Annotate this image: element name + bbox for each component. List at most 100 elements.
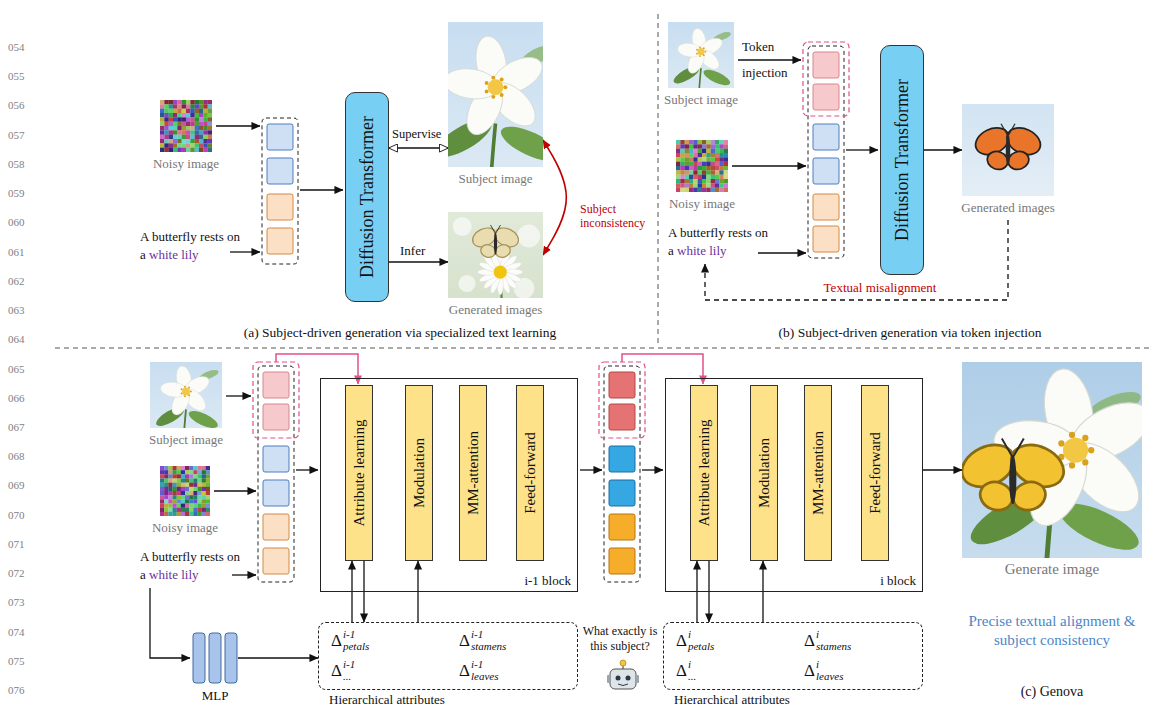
noise-pixel — [164, 135, 168, 139]
noise-pixel — [719, 188, 723, 192]
noise-pixel — [676, 170, 680, 174]
noise-pixel — [164, 512, 168, 516]
noise-pixel — [702, 166, 706, 170]
noise-pixel — [676, 157, 680, 161]
line-number: 065 — [8, 363, 44, 376]
delta-index: i-1 — [343, 659, 355, 671]
noise-pixel — [173, 113, 177, 117]
noise-pixel — [190, 109, 194, 113]
noise-pixel — [173, 143, 177, 147]
noise-pixel — [193, 474, 197, 478]
noise-pixel — [680, 170, 684, 174]
panel-caption: (b) Subject-driven generation via token … — [680, 325, 1140, 341]
noise-pixel — [719, 170, 723, 174]
photo — [676, 140, 728, 192]
flower-center — [488, 79, 504, 95]
photo-background — [448, 212, 543, 298]
noise-pixel — [676, 144, 680, 148]
attribute-delta: Δipetals — [676, 629, 714, 652]
noise-pixel — [164, 148, 168, 152]
noise-pixel — [164, 479, 168, 483]
stamen — [181, 388, 183, 390]
noise-pixel — [702, 149, 706, 153]
photo — [448, 212, 543, 298]
image-panel: Subject image — [668, 22, 734, 88]
noise-pixel — [719, 166, 723, 170]
photo — [668, 22, 734, 88]
annotation: Textual misalignment — [800, 280, 960, 296]
noise-pixel — [177, 126, 181, 130]
noise-pixel — [203, 122, 207, 126]
noise-pixel — [676, 179, 680, 183]
attribute-delta: Δi... — [676, 659, 696, 682]
noise-pixel — [693, 140, 697, 144]
noise-pixel — [724, 157, 728, 161]
token-group-outline — [262, 118, 298, 264]
noise-pixel — [198, 474, 202, 478]
noise-pixel — [702, 153, 706, 157]
transformer-box: Diffusion Transformer — [880, 45, 924, 275]
delta-index: petals — [688, 641, 714, 653]
layer-name: Feed-forward — [523, 432, 538, 514]
delta-index: ... — [688, 671, 696, 683]
noise-pixel — [182, 109, 186, 113]
noise-pixel — [185, 466, 189, 470]
noise-pixel — [195, 139, 199, 143]
stamen — [500, 78, 504, 82]
noise-pixel — [711, 162, 715, 166]
noise-pixel — [685, 153, 689, 157]
connector — [238, 657, 318, 658]
noise-pixel — [702, 162, 706, 166]
noise-pixel — [206, 499, 210, 503]
noise-pixel — [190, 104, 194, 108]
noise-pixel — [680, 179, 684, 183]
delta-index: i — [816, 659, 843, 671]
line-number: 072 — [8, 567, 44, 580]
photo — [962, 104, 1054, 196]
robot-ear — [636, 675, 639, 683]
noise-pixel — [711, 149, 715, 153]
layer-box: MM-attention — [804, 385, 832, 561]
photo-background — [962, 362, 1142, 558]
noise-pixel — [164, 470, 168, 474]
noise-pixel — [160, 474, 164, 478]
token-sequence — [262, 118, 298, 264]
flower-center — [494, 265, 507, 278]
noise-pixel — [202, 487, 206, 491]
attribute-delta: Δileaves — [804, 659, 843, 682]
noise-pixel — [182, 113, 186, 117]
line-number: 060 — [8, 216, 44, 229]
panel-divider — [55, 348, 1150, 349]
noise-pixel — [693, 144, 697, 148]
noise-pixel — [173, 148, 177, 152]
noise-pixel — [164, 495, 168, 499]
edge-label: Subject inconsistency — [580, 202, 654, 231]
noise-pixel — [168, 495, 172, 499]
stamen — [703, 54, 705, 56]
flow-arrow — [732, 165, 806, 166]
noise-pixel — [206, 487, 210, 491]
line-number: 066 — [8, 392, 44, 405]
delta-index: i — [688, 659, 696, 671]
noise-pixel — [177, 474, 181, 478]
flow-arrow — [214, 490, 256, 491]
noise-pixel — [185, 474, 189, 478]
noise-pixel — [706, 166, 710, 170]
line-number: 067 — [8, 421, 44, 434]
leaf — [496, 120, 543, 167]
noise-pixel — [173, 117, 177, 121]
transformer-block: i-1 blockAttribute learningModulationMM-… — [320, 378, 578, 592]
noise-pixel — [676, 153, 680, 157]
noise-pixel — [702, 140, 706, 144]
delta-index: i-1 — [471, 659, 498, 671]
injection-arrow — [622, 354, 703, 384]
noise-pixel — [181, 504, 185, 508]
noise-pixel — [693, 188, 697, 192]
noise-pixel — [706, 170, 710, 174]
noise-pixel — [181, 491, 185, 495]
noise-pixel — [189, 508, 193, 512]
noise-pixel — [164, 499, 168, 503]
noise-pixel — [715, 140, 719, 144]
image-panel: Subject image — [448, 22, 543, 167]
token — [813, 124, 839, 150]
